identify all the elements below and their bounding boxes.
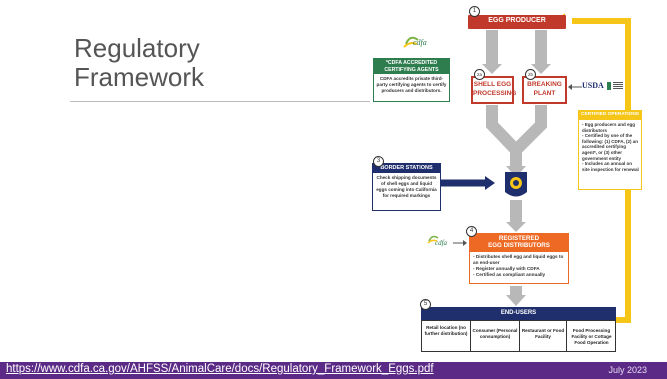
table-divider bbox=[470, 321, 471, 351]
certified-operations-item: - Egg producers and egg distributors bbox=[582, 122, 636, 133]
end-users-header-text: END-USERS bbox=[500, 310, 537, 316]
arrowhead-shell bbox=[482, 64, 502, 74]
end-user-cell-retail: Retail location (no further distribution… bbox=[424, 325, 468, 336]
slide-title: Regulatory Framework bbox=[74, 34, 204, 92]
usda-logo-mark bbox=[607, 82, 611, 90]
cdfa-logo-small-icon bbox=[427, 235, 439, 244]
title-line-2: Framework bbox=[74, 62, 205, 92]
certifying-agents-body: CDFA accredits private third-party certi… bbox=[376, 76, 447, 93]
breaking-plant-box: BREAKING PLANT bbox=[522, 76, 567, 104]
egg-distributors-header-line1: REGISTERED bbox=[498, 235, 540, 242]
border-stations-box: BORDER STATIONS Check shipping documents… bbox=[372, 163, 441, 211]
end-user-cell-consumer: Consumer (Personal consumption) bbox=[472, 328, 518, 339]
egg-producer-box: EGG PRODUCER bbox=[468, 15, 566, 29]
certified-operations-list: - Egg producers and egg distributors - C… bbox=[582, 122, 640, 172]
egg-distributors-list: - Distributes shell egg and liquid eggs … bbox=[473, 254, 567, 278]
border-stations-body: Check shipping documents of shell eggs a… bbox=[376, 175, 437, 198]
certifying-agents-header-text: *CDFA ACCREDITED CERTIFYING AGENTS bbox=[384, 60, 439, 73]
egg-distributors-item: - Distributes shell egg and liquid eggs … bbox=[473, 254, 564, 265]
step-number-2a: 2a bbox=[474, 69, 485, 80]
arrowhead-distributors bbox=[506, 222, 526, 232]
certifying-agents-box: *CDFA ACCREDITED CERTIFYING AGENTS CDFA … bbox=[373, 58, 450, 102]
title-underline bbox=[70, 101, 370, 102]
gray-flow bbox=[486, 30, 547, 296]
cdfa-logo-icon bbox=[403, 36, 419, 48]
certifying-agents-header: *CDFA ACCREDITED CERTIFYING AGENTS bbox=[374, 59, 449, 74]
certified-operations-header: CERTIFIED OPERATIONS bbox=[579, 111, 641, 120]
certified-operations-item: - Includes an annual on site inspection … bbox=[582, 161, 639, 172]
egg-distributors-box: - Distributes shell egg and liquid eggs … bbox=[469, 251, 569, 284]
certified-operations-item: - Certified by one of the following: (1)… bbox=[582, 133, 638, 161]
end-users-header: END-USERS bbox=[421, 307, 616, 320]
footer-date: July 2023 bbox=[608, 365, 647, 375]
step-number-5: 5 bbox=[420, 299, 431, 310]
end-user-cell-restaurant: Restaurant or Food Facility bbox=[521, 328, 565, 339]
table-divider bbox=[519, 321, 520, 351]
egg-producer-label: EGG PRODUCER bbox=[488, 17, 546, 24]
usda-logo-text: USDA bbox=[582, 81, 604, 90]
usda-logo: USDA bbox=[582, 81, 623, 93]
certified-operations-header-text: CERTIFIED OPERATIONS bbox=[580, 112, 639, 117]
cdfa-logo-text: cdfa bbox=[413, 38, 427, 47]
cdfa-small-logo-text: cdfa bbox=[435, 239, 448, 247]
shell-egg-processing-label: SHELL EGG PROCESSING bbox=[473, 81, 517, 97]
step-number-2b: 2b bbox=[525, 69, 536, 80]
inspection-badge-icon bbox=[505, 172, 527, 197]
step-number-1: 1 bbox=[469, 6, 480, 17]
egg-distributors-header: REGISTERED EGG DISTRIBUTORS bbox=[469, 233, 569, 251]
step-number-4: 4 bbox=[466, 226, 477, 237]
egg-distributors-header-line2: EGG DISTRIBUTORS bbox=[488, 242, 550, 249]
egg-distributors-item: - Register annually with CDFA bbox=[473, 266, 540, 271]
border-stations-header: BORDER STATIONS bbox=[373, 164, 440, 173]
table-divider bbox=[566, 321, 567, 351]
usda-logo-caption bbox=[613, 82, 623, 90]
certified-operations-box: CERTIFIED OPERATIONS - Egg producers and… bbox=[578, 110, 642, 190]
arrowhead-end-users bbox=[506, 295, 526, 306]
title-line-1: Regulatory bbox=[74, 33, 200, 63]
border-arrowhead bbox=[485, 176, 495, 190]
step-number-3: 3 bbox=[373, 156, 384, 167]
shell-egg-processing-box: SHELL EGG PROCESSING bbox=[471, 76, 517, 104]
breaking-plant-label: BREAKING PLANT bbox=[527, 81, 562, 97]
border-stations-header-text: BORDER STATIONS bbox=[380, 165, 433, 171]
arrowhead-border-badge bbox=[506, 166, 526, 177]
egg-distributors-item: - Certified as compliant annually bbox=[473, 272, 546, 277]
source-link[interactable]: https://www.cdfa.ca.gov/AHFSS/AnimalCare… bbox=[6, 363, 434, 375]
arrowhead-breaking bbox=[531, 64, 551, 74]
end-users-table: Retail location (no further distribution… bbox=[421, 320, 616, 352]
footer-bar: https://www.cdfa.ca.gov/AHFSS/AnimalCare… bbox=[0, 362, 667, 379]
end-user-cell-food-processing: Food Processing Facility or Cottage Food… bbox=[571, 328, 612, 345]
